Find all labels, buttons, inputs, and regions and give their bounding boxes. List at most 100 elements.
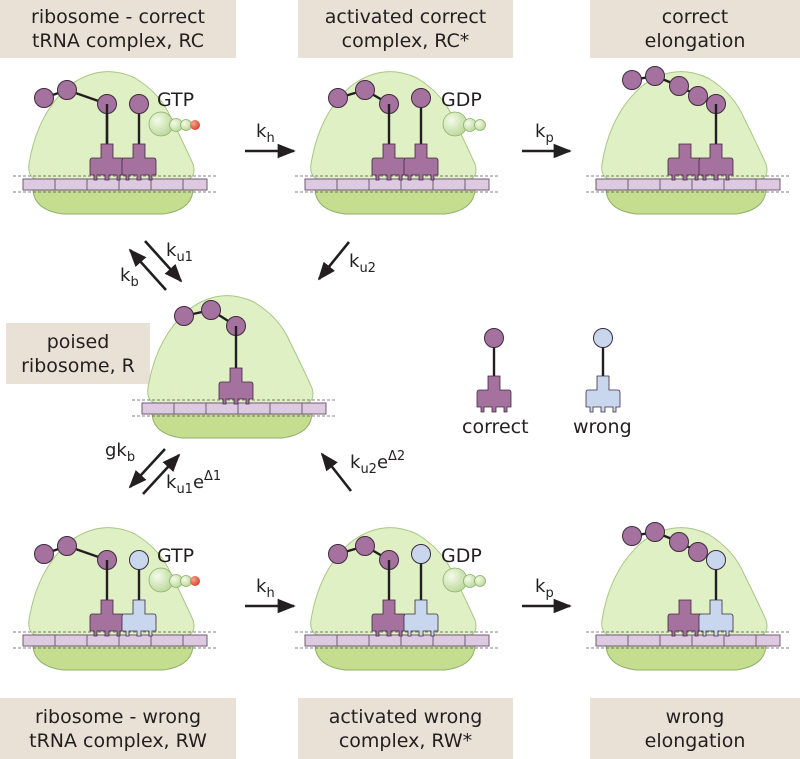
- complex-rc-trna-1-body: [121, 143, 157, 181]
- complex-rc-amino-acid-1: [57, 80, 77, 100]
- legend-correct-label: correct: [462, 416, 529, 438]
- label-correct-elongation-line1: correct: [661, 6, 729, 28]
- label-rw-star-line2: complex, RW*: [338, 729, 473, 752]
- rate-kp-top: kp: [535, 121, 554, 146]
- complex-r-amino-acid-1: [201, 300, 221, 320]
- rate-ku2-exp: ku2eΔ2: [350, 449, 405, 477]
- complex-correct-elongation-large-subunit: [601, 71, 768, 181]
- arrow-kb-up: [128, 248, 167, 291]
- trna-legend: correct wrong: [462, 328, 632, 438]
- rate-kh-top: kh: [256, 121, 275, 146]
- complex-rw-star-amino-acid-0: [328, 544, 348, 564]
- legend-correct-amino-acid: [484, 328, 504, 348]
- nucleotide-labels: GTP GDP GTP GDP: [157, 89, 482, 567]
- label-wrong-elongation-line2: elongation: [644, 729, 746, 752]
- complex-r: [132, 295, 336, 439]
- complex-r-amino-acid-0: [174, 306, 194, 326]
- label-rc-star-line1: activated correct: [324, 6, 487, 28]
- complex-rw-star-large-subunit: [310, 527, 477, 637]
- legend-wrong-trna: [585, 328, 621, 413]
- complex-r-trna-0-body: [218, 367, 254, 405]
- legend-wrong-amino-acid: [593, 328, 613, 348]
- complex-rw-trna-1-body: [121, 599, 157, 637]
- arrow-ku2-exp-up: [320, 452, 353, 492]
- complex-wrong-elongation-amino-acid-2: [669, 532, 689, 552]
- label-correct-elongation-line2: elongation: [644, 30, 746, 52]
- complex-rw-mrna: [22, 634, 208, 647]
- complex-rw-star-ef-tu-domain-3: [474, 575, 486, 587]
- rate-kb: kb: [120, 265, 139, 290]
- rate-ku1-exp: ku1eΔ1: [166, 469, 221, 497]
- complex-rw-star-mrna: [304, 634, 490, 647]
- gdp-label-top: GDP: [441, 89, 482, 111]
- complex-rw-amino-acid-0: [34, 544, 54, 564]
- complex-wrong-elongation-trna-1-body: [698, 599, 734, 637]
- complex-rc-star-ef-tu: [442, 111, 486, 137]
- legend-wrong-trna-shape: [585, 338, 621, 413]
- complex-rw-star-amino-acid-1: [355, 536, 375, 556]
- label-rc-line1: ribosome - correct: [31, 6, 205, 28]
- complex-r-mrna: [141, 402, 327, 415]
- complex-rc-star-trna-1-amino-acid: [411, 88, 431, 108]
- complex-correct-elongation: [586, 66, 790, 215]
- reaction-arrows: [128, 143, 572, 614]
- label-rc-line2: tRNA complex, RC: [31, 30, 205, 52]
- complex-rc-trna-1-amino-acid: [129, 94, 149, 114]
- complex-wrong-elongation-amino-acid-1: [645, 522, 665, 542]
- label-r-line2: ribosome, R: [21, 354, 135, 377]
- legend-wrong-label: wrong: [573, 416, 632, 438]
- complex-correct-elongation-trna-1-body: [698, 143, 734, 181]
- arrow-ku1-down: [144, 240, 183, 283]
- complex-wrong-elongation-mrna: [595, 634, 781, 647]
- rate-ku2: ku2: [349, 251, 376, 276]
- arrow-gkb-down: [128, 448, 166, 489]
- complex-wrong-elongation-trna-1-amino-acid: [706, 550, 726, 570]
- complex-correct-elongation-amino-acid-0: [622, 70, 642, 90]
- label-wrong-elongation-line1: wrong: [665, 705, 725, 728]
- complex-rw-ef-tu-gamma-phosphate: [190, 576, 200, 586]
- complex-rc-star-amino-acid-1: [355, 80, 375, 100]
- complex-r-trna-0: [218, 326, 254, 405]
- complex-rw-ef-tu: [148, 567, 200, 593]
- rate-gkb: gkb: [105, 440, 135, 465]
- complex-correct-elongation-amino-acid-3: [688, 86, 708, 106]
- gtp-label-bottom: GTP: [157, 545, 194, 567]
- complex-rc-amino-acid-0: [34, 88, 54, 108]
- label-rw-line1: ribosome - wrong: [34, 705, 202, 728]
- complex-rc-star-large-subunit: [310, 71, 477, 181]
- complex-rw-star-trna-1-amino-acid: [411, 544, 431, 564]
- complex-wrong-elongation: [586, 522, 790, 671]
- complex-wrong-elongation-amino-acid-0: [622, 526, 642, 546]
- complex-rc-star-ef-tu-domain-3: [474, 119, 486, 131]
- rate-ku1: ku1: [166, 240, 193, 265]
- complex-rc-star-amino-acid-0: [328, 88, 348, 108]
- rate-kh-bottom: kh: [256, 576, 275, 601]
- complex-rc: [13, 71, 217, 215]
- complex-rw: [13, 527, 217, 671]
- rate-kp-bottom: kp: [535, 576, 554, 601]
- complex-rc-ef-tu-gamma-phosphate: [190, 120, 200, 130]
- complex-wrong-elongation-amino-acid-3: [688, 542, 708, 562]
- complex-rc-star-trna-1-body: [403, 143, 439, 181]
- legend-correct-trna-shape-body: [476, 375, 512, 413]
- complex-wrong-elongation-large-subunit: [601, 527, 768, 637]
- complex-rw-star-trna-1-body: [403, 599, 439, 637]
- gtp-label-top: GTP: [157, 89, 194, 111]
- gdp-label-bottom: GDP: [441, 545, 482, 567]
- arrow-ku1-exp-up: [142, 453, 181, 495]
- complex-rw-trna-1-amino-acid: [129, 550, 149, 570]
- label-rw-line2: tRNA complex, RW: [29, 729, 207, 752]
- label-rw-star-line1: activated wrong: [328, 705, 483, 728]
- complex-rw-ef-tu-domain-3: [180, 575, 192, 587]
- legend-wrong-trna-shape-body: [585, 375, 621, 413]
- rate-labels: kh kp ku1 kb ku2 gkb ku1eΔ1 ku2eΔ2 kh kp: [105, 121, 554, 601]
- complex-rc-ef-tu-domain-3: [180, 119, 192, 131]
- complex-rc-ef-tu: [148, 111, 200, 137]
